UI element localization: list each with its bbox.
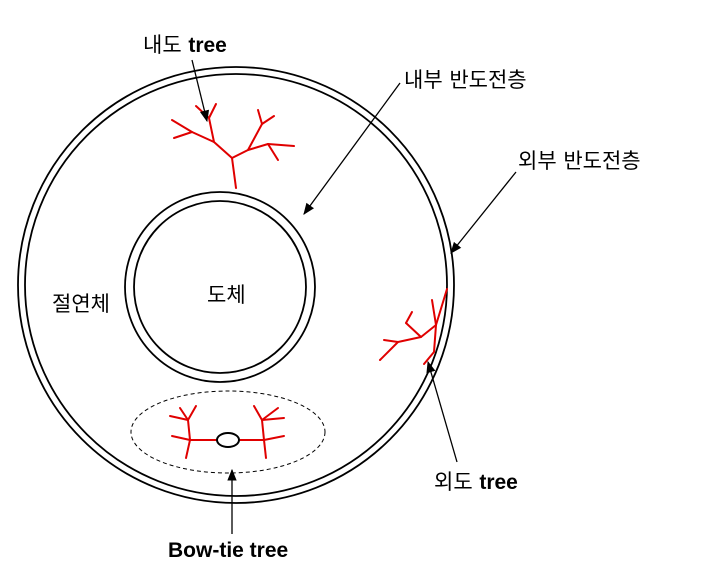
outer-tree-label: 외도 tree [434,470,518,494]
inner-tree-shape [171,103,295,189]
conductor-label: 도체 [207,283,246,307]
outer-tree-shape [379,288,448,365]
bow-tie-tree-label: Bow-tie tree [168,539,288,562]
inner-tree-label: 내도 tree [143,33,227,57]
bow-tie-tree-shape [169,405,285,459]
inner-semiconductive-layer-label: 내부 반도전층 [404,68,527,92]
outer-semiconductive-layer [17,66,455,504]
outer-semiconductive-layer-label: 외부 반도전층 [518,149,641,173]
inner-tree-arrow [191,59,210,123]
outer-layer-arrow [450,171,517,254]
outer-tree-arrow [426,360,458,463]
bow-tie-void [216,432,240,448]
inner-layer-arrow [303,82,401,215]
insulator-label: 절연체 [52,292,110,316]
inner-semiconductive-layer [124,191,316,383]
